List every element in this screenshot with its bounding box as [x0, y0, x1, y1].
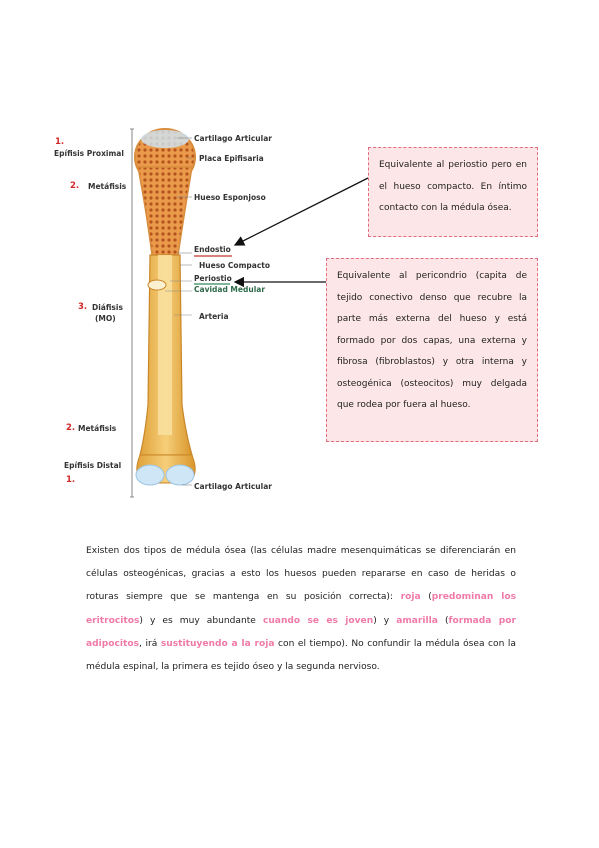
highlight-sustituyendo: sustituyendo a la roja [160, 638, 275, 649]
highlight-roja: roja [400, 592, 421, 603]
para-text: ) y es muy abundante [139, 615, 263, 626]
para-text: Existen dos tipos de médula ósea (las cé… [86, 546, 516, 603]
arteria-label: Arteria [199, 312, 229, 321]
bone-illustration [130, 128, 232, 498]
highlight-amarilla: amarilla [396, 615, 438, 626]
para-text: ) y [373, 615, 397, 626]
epifisis-proximal-label: Epífisis Proximal [54, 149, 124, 158]
hueso-compacto-label: Hueso Compacto [199, 261, 271, 270]
number-2-bottom: 2. [66, 423, 76, 433]
cavidad-medular-label: Cavidad Medular [194, 285, 266, 294]
periostio-note: Equivalente al pericondrio (capita de te… [326, 258, 538, 442]
periostio-label: Periostio [194, 274, 232, 283]
number-1: 1. [55, 137, 65, 147]
epifisis-distal-label: Epífisis Distal [64, 461, 122, 470]
para-text: con el tiempo). No confundir la médula ó… [86, 638, 516, 673]
cartilago-articular-bottom-label: Cartilago Articular [194, 482, 272, 491]
highlight-joven: cuando se es joven [262, 615, 374, 626]
endostio-arrow [233, 177, 369, 246]
endostio-note: Equivalente al periostio pero en el hues… [368, 147, 538, 237]
diafisis-label: Diáfisis [92, 303, 123, 312]
cartilago-articular-top-label: Cartilago Articular [194, 134, 272, 143]
endostio-label: Endostio [194, 245, 231, 254]
number-3: 3. [78, 302, 88, 312]
placa-epifisaria-label: Placa Epifisaria [199, 154, 264, 163]
highlight-eritrocitos: predominan los eritrocitos [86, 592, 516, 626]
bone-diagram: 1. Epífisis Proximal 2. Metáfisis 3. Diá… [52, 105, 292, 505]
hueso-esponjoso-label: Hueso Esponjoso [194, 193, 266, 202]
metafisis-bottom-label: Metáfisis [78, 424, 117, 433]
para-text: ( [420, 592, 432, 603]
number-1-bottom: 1. [66, 475, 76, 485]
para-text: ( [437, 615, 449, 626]
metafisis-top-label: Metáfisis [88, 182, 127, 191]
highlight-adipocitos: formada por adipocitos [86, 615, 516, 649]
para-text: , irá [139, 638, 161, 649]
number-2: 2. [70, 181, 80, 191]
mo-label: (MO) [95, 314, 116, 323]
medula-paragraph: Existen dos tipos de médula ósea (las cé… [86, 540, 516, 679]
